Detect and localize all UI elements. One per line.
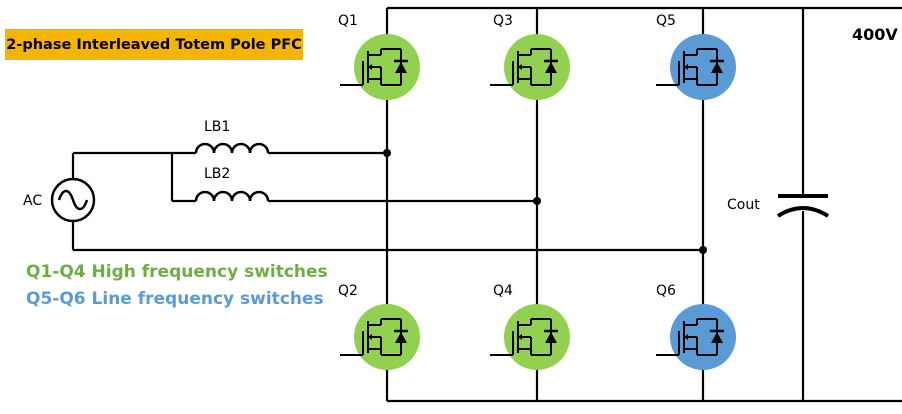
ac-source xyxy=(50,177,96,223)
switch-label-q3: Q3 xyxy=(493,13,513,29)
voltage-label: 400V xyxy=(852,25,898,44)
mosfet-q5 xyxy=(656,34,736,100)
mosfet-q1 xyxy=(340,34,420,100)
switch-label-q1: Q1 xyxy=(338,13,358,29)
source-label: AC xyxy=(23,193,42,209)
inductor-lb1 xyxy=(194,142,270,154)
inductor-label-lb1: LB1 xyxy=(204,119,230,135)
legend-line-frequency: Q5-Q6 Line frequency switches xyxy=(26,289,324,309)
capacitor-symbol xyxy=(776,194,830,218)
switch-label-q4: Q4 xyxy=(493,283,513,299)
inductor-lb2 xyxy=(194,190,270,202)
junction-dot xyxy=(699,246,707,254)
switch-label-q5: Q5 xyxy=(656,13,676,29)
title-banner: 2-phase Interleaved Totem Pole PFC xyxy=(5,29,303,60)
mosfet-q3 xyxy=(490,34,570,100)
switch-group xyxy=(340,34,736,370)
switch-label-q6: Q6 xyxy=(656,283,676,299)
legend-high-frequency: Q1-Q4 High frequency switches xyxy=(26,262,328,282)
switch-label-q2: Q2 xyxy=(338,283,358,299)
mosfet-q2 xyxy=(340,304,420,370)
mosfet-q6 xyxy=(656,304,736,370)
mosfet-q4 xyxy=(490,304,570,370)
inductor-label-lb2: LB2 xyxy=(204,166,230,182)
junction-dot xyxy=(533,197,541,205)
junction-dot xyxy=(383,149,391,157)
capacitor-label: Cout xyxy=(727,197,760,213)
